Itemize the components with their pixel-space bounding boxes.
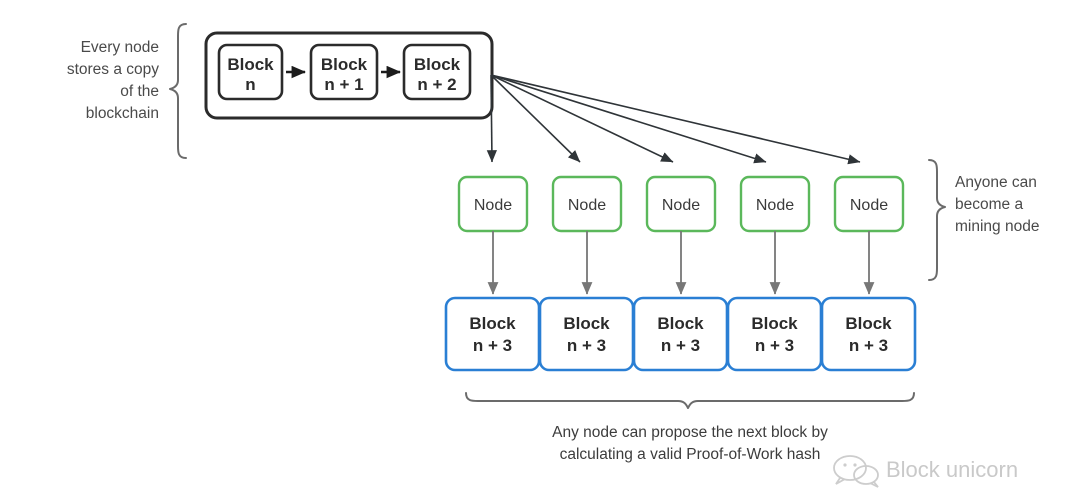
fanout-arrows (486, 74, 861, 165)
bottom-annotation: Any node can propose the next block by c… (465, 392, 915, 463)
new-block-2-box[interactable] (632, 296, 729, 372)
fanout-arrow-to-node-4 (490, 74, 861, 165)
new-block-1-subtitle: n + 3 (567, 336, 606, 355)
new-block-2-subtitle: n + 3 (661, 336, 700, 355)
new-block-3-subtitle: n + 3 (755, 336, 794, 355)
bottom-brace (465, 392, 915, 409)
new-block-4-title: Block (845, 314, 892, 333)
new-block-3[interactable]: Block n + 3 (726, 296, 823, 372)
chain-block-2: Block n + 2 (402, 43, 472, 101)
node-4-label: Node (850, 197, 888, 214)
new-block-0-subtitle: n + 3 (473, 336, 512, 355)
fanout-arrow-to-node-3 (490, 74, 767, 164)
chain-block-1: Block n + 1 (309, 43, 379, 101)
node-0-label: Node (474, 197, 512, 214)
new-block-2[interactable]: Block n + 3 (632, 296, 729, 372)
chain-block-2-subtitle: n + 2 (417, 75, 456, 94)
watermark: Block unicorn (833, 455, 1018, 488)
left-note-line-3: of the (120, 83, 159, 100)
chain-block-1-box (309, 43, 379, 101)
new-block-3-title: Block (751, 314, 798, 333)
chain-block-0-box (217, 43, 284, 101)
wechat-speech-bubble-icon (833, 455, 879, 488)
node-0[interactable]: Node (457, 175, 529, 233)
right-note-line-3: mining node (955, 218, 1039, 235)
right-brace (928, 159, 946, 281)
watermark-label: Block unicorn (886, 457, 1018, 482)
new-block-0-box[interactable] (444, 296, 541, 372)
new-block-1-title: Block (563, 314, 610, 333)
chain-block-0-title: Block (227, 55, 274, 74)
blockchain-copy-container: Block n Block n + 1 Block n + 2 (204, 31, 494, 120)
new-block-0-title: Block (469, 314, 516, 333)
left-note-line-4: blockchain (86, 105, 159, 122)
bottom-note-line-1: Any node can propose the next block by (552, 424, 828, 441)
node-2[interactable]: Node (645, 175, 717, 233)
node-row: Node Node Node Node Node (457, 175, 905, 233)
left-brace (169, 23, 187, 159)
node-to-block-arrows (487, 231, 875, 295)
new-block-0[interactable]: Block n + 3 (444, 296, 541, 372)
chain-block-0: Block n (217, 43, 284, 101)
bottom-note-line-2: calculating a valid Proof-of-Work hash (560, 446, 821, 463)
chain-block-1-subtitle: n + 1 (324, 75, 363, 94)
node-4[interactable]: Node (833, 175, 905, 233)
new-block-4[interactable]: Block n + 3 (820, 296, 917, 372)
node-1-label: Node (568, 197, 606, 214)
right-note-line-2: become a (955, 196, 1023, 213)
node-3-label: Node (756, 197, 794, 214)
new-block-4-subtitle: n + 3 (849, 336, 888, 355)
node-1[interactable]: Node (551, 175, 623, 233)
new-block-4-box[interactable] (820, 296, 917, 372)
new-block-3-box[interactable] (726, 296, 823, 372)
new-block-1-box[interactable] (538, 296, 635, 372)
left-annotation: Every node stores a copy of the blockcha… (67, 23, 187, 159)
new-block-2-title: Block (657, 314, 704, 333)
fanout-arrow-to-node-0 (486, 74, 497, 163)
chain-block-0-subtitle: n (245, 75, 255, 94)
node-2-label: Node (662, 197, 700, 214)
fanout-arrow-to-node-2 (490, 74, 674, 163)
node-3[interactable]: Node (739, 175, 811, 233)
right-annotation: Anyone can become a mining node (928, 159, 1039, 281)
left-note-line-2: stores a copy (67, 61, 159, 78)
new-block-row: Block n + 3 Block n + 3 Block n + 3 Bloc… (444, 296, 917, 372)
chain-block-1-title: Block (321, 55, 368, 74)
chain-block-2-box (402, 43, 472, 101)
left-note-line-1: Every node (81, 39, 159, 56)
fanout-arrow-to-node-1 (490, 74, 581, 163)
new-block-1[interactable]: Block n + 3 (538, 296, 635, 372)
chain-block-2-title: Block (414, 55, 461, 74)
right-note-line-1: Anyone can (955, 174, 1037, 191)
